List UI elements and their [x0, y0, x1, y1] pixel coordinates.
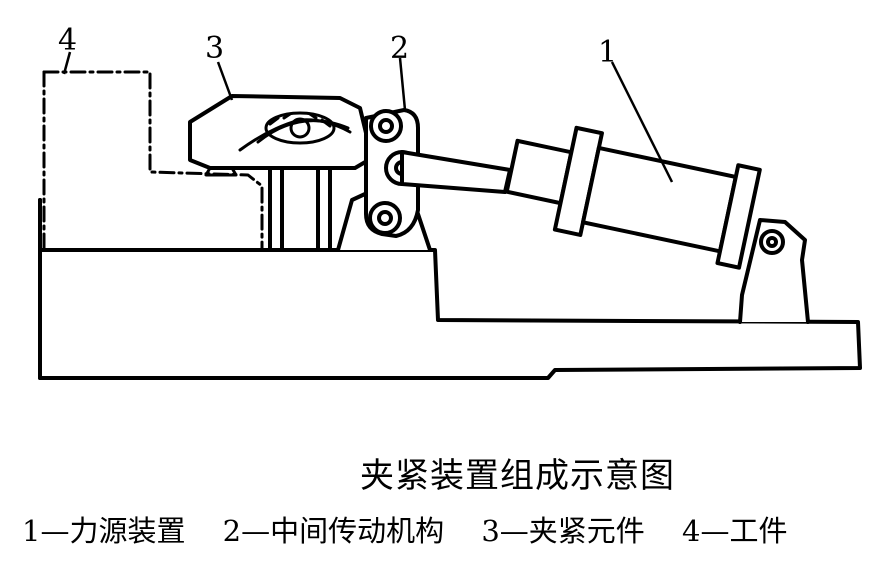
callout-1: 1: [598, 35, 617, 70]
legend-item: 3—夹紧元件: [481, 514, 645, 548]
figure-legend: 1—力源装置 2—中间传动机构 3—夹紧元件 4—工件: [22, 508, 882, 550]
callout-3: 3: [205, 31, 224, 66]
figure-title: 夹紧装置组成示意图: [360, 456, 675, 496]
cylinder-flange-right: [715, 163, 762, 270]
cylinder-body: [581, 145, 738, 254]
callout-4: 4: [58, 23, 77, 58]
workpiece-outline: [42, 70, 264, 252]
clamp-support: [268, 158, 332, 252]
legend-item: 2—中间传动机构: [222, 514, 445, 548]
clamping-element: [188, 94, 374, 170]
machine-base: [38, 248, 862, 380]
rear-mount: [738, 218, 810, 324]
legend-item: 1—力源装置: [22, 514, 186, 548]
legend-item: 4—工件: [682, 514, 788, 548]
callout-2: 2: [390, 31, 409, 66]
piston-rod: [400, 150, 512, 194]
